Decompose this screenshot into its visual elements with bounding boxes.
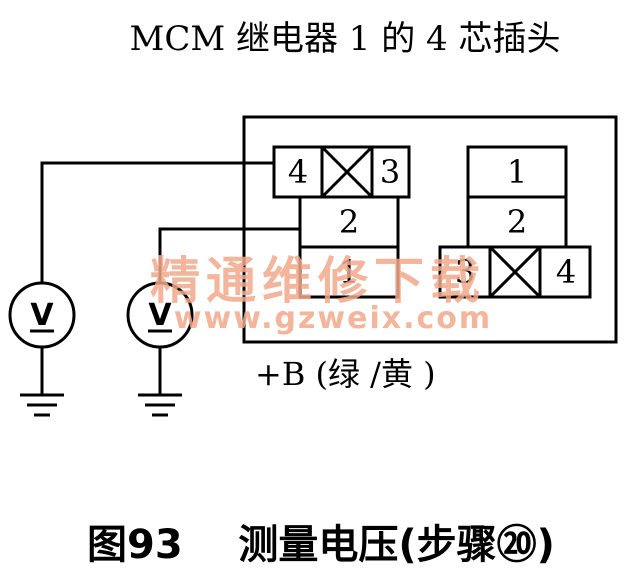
right-pin-2-label: 2 — [507, 203, 527, 241]
voltmeter-1: V — [8, 281, 76, 417]
pin-1-label: 1 — [339, 253, 359, 291]
voltmeter-2-symbol: V — [148, 298, 172, 333]
right-bottom-row — [438, 245, 592, 299]
right-pin-1-label: 1 — [507, 153, 527, 191]
voltmeter-1-symbol: V — [30, 298, 54, 333]
terminal-label: +B (绿 /黄 ) — [255, 355, 436, 393]
wire-pin1 — [158, 227, 300, 283]
pin-4-label: 4 — [288, 153, 308, 191]
figure-caption: 图93 测量电压(步骤⑳) — [87, 522, 555, 568]
watermark-url: www.gzweix.com — [174, 301, 492, 336]
left-bottom-cell — [298, 245, 400, 299]
right-pin-3-label: 3 — [455, 253, 475, 291]
right-terminal-block: 1 2 3 4 — [438, 145, 592, 299]
blank-cavity-icon — [320, 145, 374, 199]
blank-cavity-icon — [488, 245, 542, 299]
left-terminal-block: 4 3 2 1 — [272, 145, 411, 299]
ground-icon — [138, 393, 182, 417]
pin-2-label: 2 — [339, 203, 359, 241]
wire-pin4 — [40, 161, 274, 283]
watermark: 精通维修下载 www.gzweix.com — [150, 252, 492, 336]
watermark-chinese: 精通维修下载 — [150, 252, 486, 310]
diagram-title: MCM 继电器 1 的 4 芯插头 — [130, 19, 561, 59]
ground-icon — [20, 393, 64, 417]
voltmeter-2: V — [126, 281, 194, 417]
pin-3-label: 3 — [380, 153, 400, 191]
right-pin-4-label: 4 — [556, 253, 576, 291]
